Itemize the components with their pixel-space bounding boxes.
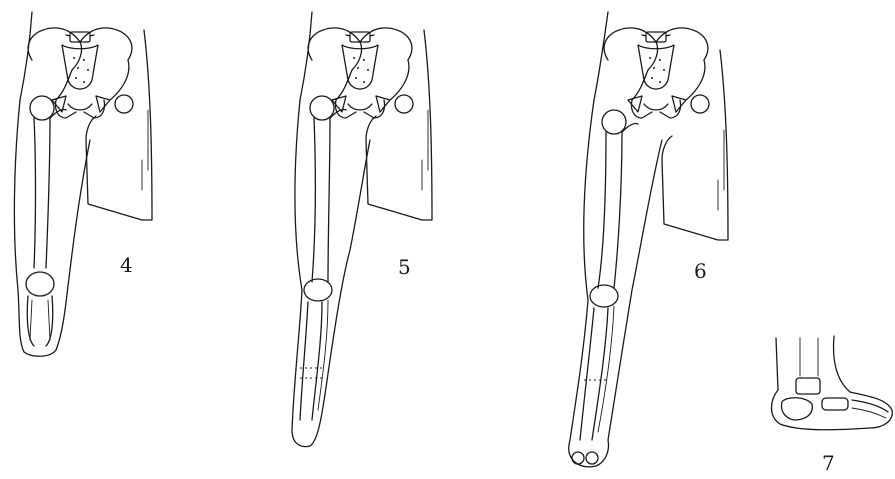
figure-4-label: 4 — [120, 253, 133, 277]
figure-7-partial-foot: 7 — [772, 336, 893, 475]
figure-6-ankle-level: 6 — [569, 12, 728, 467]
figure-5-below-knee: 5 — [292, 12, 432, 447]
figure-7-label: 7 — [822, 451, 835, 475]
figure-6-label: 6 — [694, 259, 707, 283]
figure-5-label: 5 — [398, 255, 411, 279]
figure-4-above-knee: 4 — [14, 12, 152, 356]
